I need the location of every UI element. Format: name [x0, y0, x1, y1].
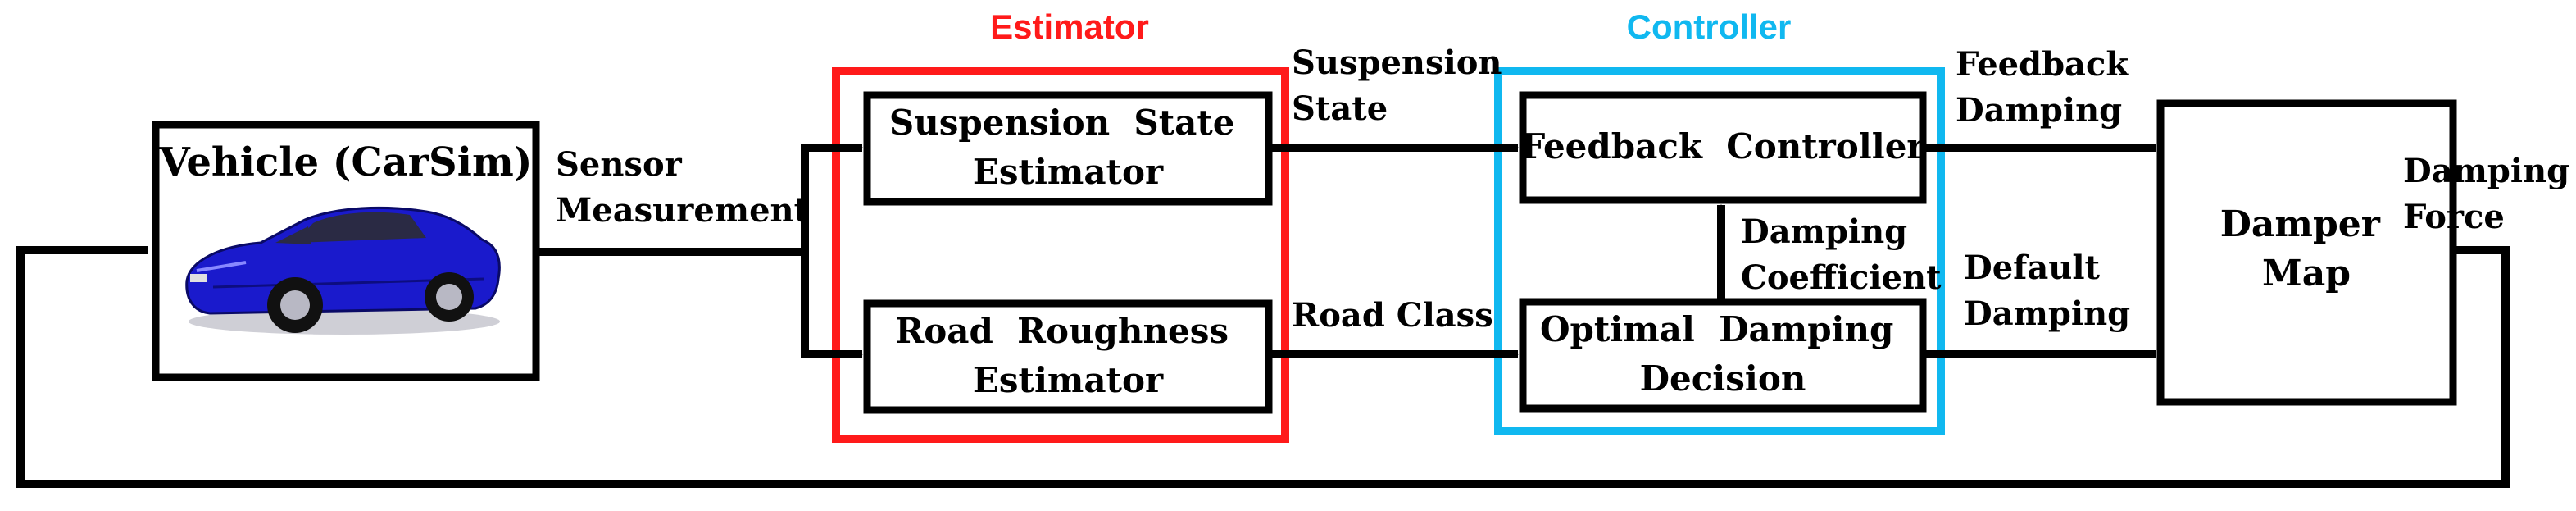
road-estimator-line2: Estimator [973, 360, 1164, 400]
road-estimator-label: Road Roughness Estimator [895, 311, 1240, 400]
suspension-state-line2: State [1292, 89, 1388, 128]
sensor-label-line1: Sensor [556, 145, 683, 184]
default-damping-label: Default Damping [1964, 249, 2130, 333]
estimator-group-frame [832, 67, 1289, 443]
feedback-damping-line2: Damping [1956, 91, 2122, 130]
feedback-loop-line [16, 246, 2510, 488]
feedback-controller-label: Feedback Controller [1520, 126, 1925, 167]
vehicle-label: Vehicle (CarSim) [159, 139, 533, 185]
road-estimator-line1: Road Roughness [895, 311, 1229, 351]
road-class-label: Road Class [1292, 296, 1493, 335]
default-damping-line2: Damping [1964, 294, 2130, 333]
optimal-damping-line1: Optimal Damping [1540, 309, 1893, 349]
default-damping-line1: Default [1964, 249, 2101, 287]
blue-sedan-car-icon [185, 206, 501, 335]
damping-force-label: Damping Force [2403, 152, 2576, 236]
damper-map-label: Damper Map [2220, 203, 2393, 294]
suspension-state-line1: Suspension [1292, 43, 1502, 82]
suspension-estimator-line1: Suspension State [889, 103, 1235, 143]
feedback-damping-line1: Feedback [1956, 45, 2129, 84]
suspension-state-label: Suspension State [1292, 43, 1513, 128]
damping-coefficient-line1: Damping [1741, 212, 1907, 251]
damping-force-line1: Damping [2403, 152, 2569, 190]
optimal-damping-block [1519, 298, 1927, 413]
damping-force-line2: Force [2403, 198, 2505, 236]
estimator-title: Estimator [990, 7, 1149, 46]
damper-map-line1: Damper [2220, 203, 2381, 245]
damping-coefficient-line2: Coefficient [1741, 258, 1942, 297]
optimal-damping-label: Optimal Damping Decision [1540, 309, 1906, 399]
damping-coefficient-label: Damping Coefficient [1741, 212, 1942, 297]
feedback-controller-block [1519, 91, 1927, 204]
controller-title: Controller [1627, 7, 1792, 46]
sensor-label-line2: Measurement [556, 191, 810, 230]
suspension-estimator-block [863, 91, 1273, 206]
damper-map-block [2156, 99, 2457, 406]
road-estimator-block [863, 299, 1273, 414]
sensor-label: Sensor Measurement [556, 145, 810, 230]
suspension-estimator-line2: Estimator [973, 152, 1164, 192]
damper-map-line2: Map [2262, 253, 2351, 294]
suspension-estimator-label: Suspension State Estimator [889, 103, 1247, 192]
controller-group-frame [1494, 67, 1945, 435]
optimal-damping-line2: Decision [1640, 358, 1806, 399]
feedback-damping-label: Feedback Damping [1956, 45, 2140, 130]
